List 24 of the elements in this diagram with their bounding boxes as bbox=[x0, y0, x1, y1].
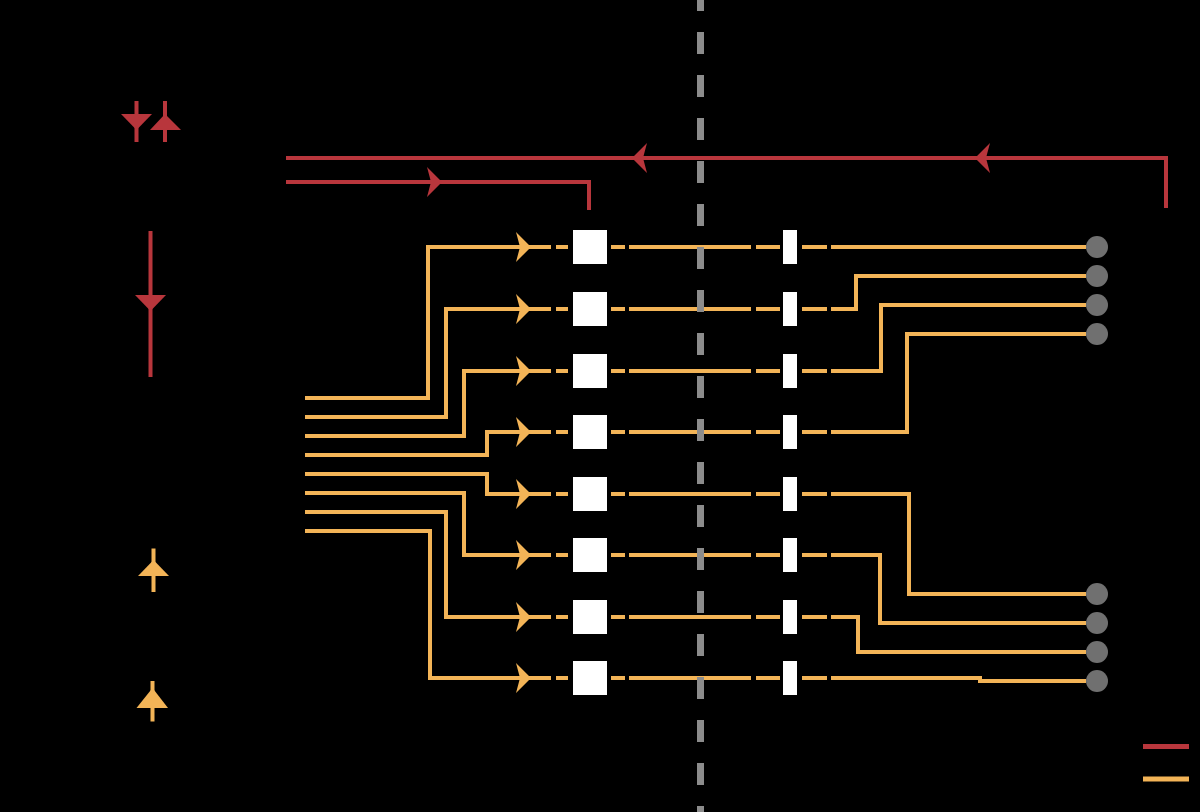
bar-block bbox=[783, 230, 797, 264]
square-block bbox=[573, 538, 607, 572]
square-block bbox=[573, 661, 607, 695]
circle-terminal bbox=[1086, 641, 1108, 663]
square-block bbox=[573, 600, 607, 634]
circle-terminal bbox=[1086, 265, 1108, 287]
circle-terminal bbox=[1086, 236, 1108, 258]
bar-block bbox=[783, 354, 797, 388]
circle-terminal bbox=[1086, 294, 1108, 316]
bar-block bbox=[783, 661, 797, 695]
circle-terminal bbox=[1086, 323, 1108, 345]
bar-block bbox=[783, 415, 797, 449]
square-block bbox=[573, 354, 607, 388]
square-block bbox=[573, 477, 607, 511]
square-block bbox=[573, 415, 607, 449]
circle-terminal bbox=[1086, 583, 1108, 605]
circle-terminal bbox=[1086, 612, 1108, 634]
square-block bbox=[573, 230, 607, 264]
bar-block bbox=[783, 292, 797, 326]
bar-block bbox=[783, 600, 797, 634]
circle-terminal bbox=[1086, 670, 1108, 692]
bar-block bbox=[783, 538, 797, 572]
square-block bbox=[573, 292, 607, 326]
bar-block bbox=[783, 477, 797, 511]
